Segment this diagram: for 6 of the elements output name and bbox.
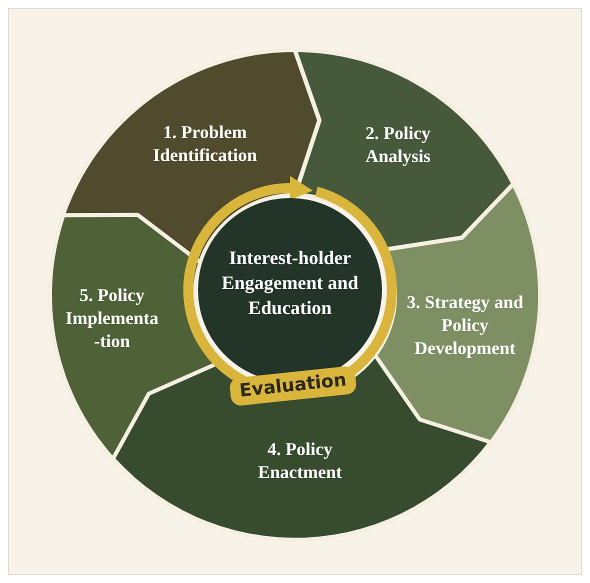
stage-label: 3. Strategy and Policy Development xyxy=(406,290,524,360)
center-label: Interest-holder Engagement and Education xyxy=(220,246,360,320)
stage-label: 4. Policy Enactment xyxy=(256,438,343,484)
stage-label: 2. Policy Analysis xyxy=(364,122,432,168)
stage-label: 5. Policy Implementa -tion xyxy=(64,284,160,353)
stage-label: 1. Problem Identification xyxy=(152,121,258,167)
